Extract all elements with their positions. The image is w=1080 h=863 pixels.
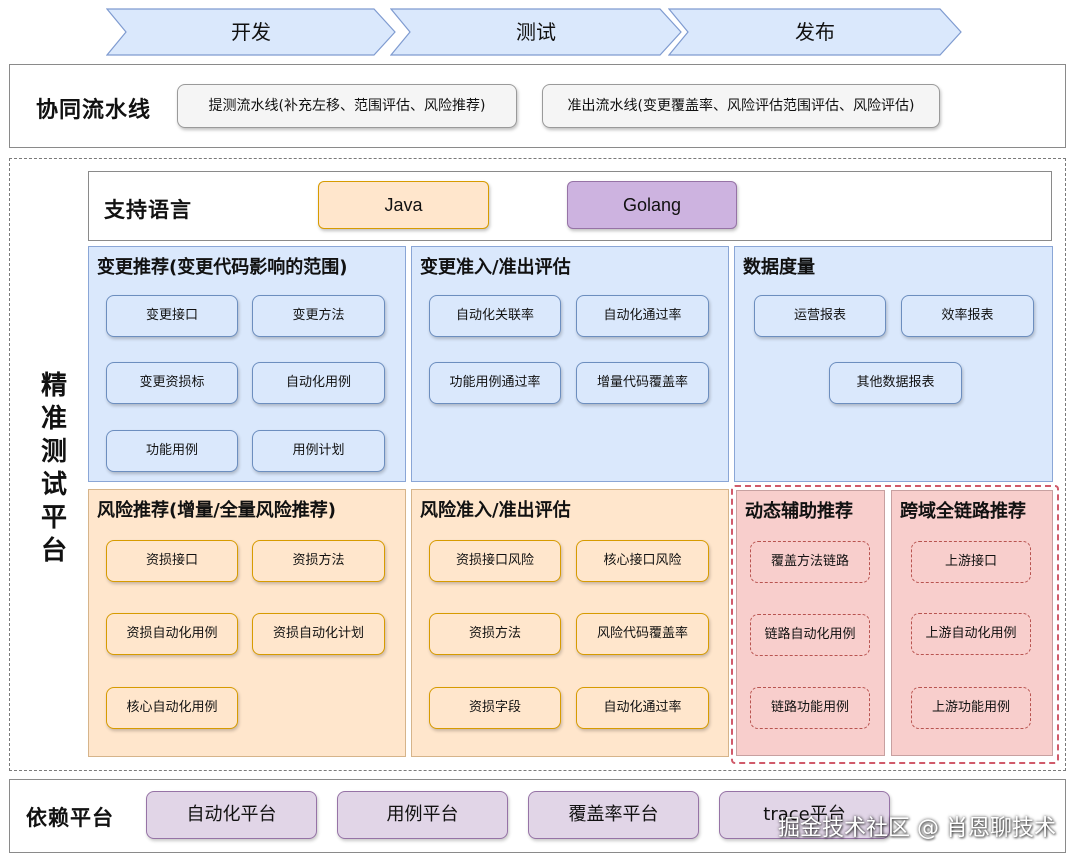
chip-loss-field: 资损字段 [429,687,561,729]
chip-loss-method: 资损方法 [252,540,385,582]
chip-risk-automation-pass-rate: 自动化通过率 [576,687,709,729]
panel-title: 风险推荐(增量/全量风险推荐) [97,500,337,521]
dep-coverage-platform: 覆盖率平台 [528,791,699,839]
panel-title: 风险准入/准出评估 [420,500,571,521]
dep-case-platform: 用例平台 [337,791,508,839]
chip-chain-functional-case: 链路功能用例 [750,687,870,729]
language-golang: Golang [567,181,737,229]
panel-title: 变更准入/准出评估 [420,257,571,278]
chip-ops-report: 运营报表 [754,295,886,337]
chip-change-api: 变更接口 [106,295,238,337]
chip-automation-link-rate: 自动化关联率 [429,295,561,337]
stage-test: 测试 [390,8,682,56]
chip-automation-pass-rate: 自动化通过率 [576,295,709,337]
stage-arrow-shape [668,8,962,56]
platform-title-char: 台 [40,536,67,566]
pipeline-item: 提测流水线(补充左移、范围评估、风险推荐) [177,84,517,128]
stage-arrow-shape [390,8,682,56]
pipeline-title: 协同流水线 [36,98,152,123]
chip-loss-api: 资损接口 [106,540,238,582]
chip-risk-loss-method: 资损方法 [429,613,561,655]
chip-incremental-coverage: 增量代码覆盖率 [576,362,709,404]
panel-title: 动态辅助推荐 [745,501,853,522]
panel-change-recommend: 变更推荐(变更代码影响的范围) 变更接口 变更方法 变更资损标 自动化用例 功能… [88,246,406,482]
chip-efficiency-report: 效率报表 [901,295,1034,337]
chip-upstream-automation-case: 上游自动化用例 [911,613,1031,655]
chip-loss-api-risk: 资损接口风险 [429,540,561,582]
panel-metrics: 数据度量 运营报表 效率报表 其他数据报表 [734,246,1053,482]
stage-dev: 开发 [106,8,396,56]
chip-case-plan: 用例计划 [252,430,385,472]
language-java: Java [318,181,489,229]
chip-automation-case: 自动化用例 [252,362,385,404]
chip-covered-method-chain: 覆盖方法链路 [750,541,870,583]
platform-title-char: 平 [40,503,67,533]
chip-risk-code-coverage: 风险代码覆盖率 [576,613,709,655]
panel-risk-gate: 风险准入/准出评估 资损接口风险 核心接口风险 资损方法 风险代码覆盖率 资损字… [411,489,729,757]
panel-title: 变更推荐(变更代码影响的范围) [97,257,348,278]
panel-risk-recommend: 风险推荐(增量/全量风险推荐) 资损接口 资损方法 资损自动化用例 资损自动化计… [88,489,406,757]
chip-upstream-api: 上游接口 [911,541,1031,583]
platform-title-char: 测 [40,437,67,467]
chip-chain-automation-case: 链路自动化用例 [750,614,870,656]
pipeline-item: 准出流水线(变更覆盖率、风险评估范围评估、风险评估) [542,84,940,128]
chip-core-automation-case: 核心自动化用例 [106,687,238,729]
panel-change-gate: 变更准入/准出评估 自动化关联率 自动化通过率 功能用例通过率 增量代码覆盖率 [411,246,729,482]
watermark: 掘金技术社区 @ 肖恩聊技术 [778,816,1056,841]
stage-release: 发布 [668,8,962,56]
platform-title: 精 准 测 试 平 台 [38,370,70,568]
dependencies-title: 依赖平台 [26,806,114,830]
stage-label: 测试 [516,20,556,44]
dep-trace-platform: trace平台 [719,791,890,839]
chip-upstream-functional-case: 上游功能用例 [911,687,1031,729]
chip-core-api-risk: 核心接口风险 [576,540,709,582]
linkage-group-frame [731,485,1059,764]
stage-arrow-shape [106,8,396,56]
stage-label: 开发 [231,20,271,44]
chip-change-method: 变更方法 [252,295,385,337]
panel-title: 跨域全链路推荐 [900,501,1026,522]
platform-title-char: 准 [40,404,67,434]
platform-title-char: 精 [40,371,67,401]
chip-other-report: 其他数据报表 [829,362,962,404]
panel-title: 数据度量 [743,257,815,278]
platform-title-char: 试 [40,470,67,500]
chip-change-loss-tag: 变更资损标 [106,362,238,404]
languages-title: 支持语言 [104,198,192,222]
dep-automation-platform: 自动化平台 [146,791,317,839]
chip-functional-case: 功能用例 [106,430,238,472]
chip-loss-automation-plan: 资损自动化计划 [252,613,385,655]
stage-label: 发布 [795,20,835,44]
chip-functional-pass-rate: 功能用例通过率 [429,362,561,404]
chip-loss-automation-case: 资损自动化用例 [106,613,238,655]
panel-cross-domain: 跨域全链路推荐 上游接口 上游自动化用例 上游功能用例 [891,490,1053,756]
panel-dynamic-assist: 动态辅助推荐 覆盖方法链路 链路自动化用例 链路功能用例 [736,490,885,756]
